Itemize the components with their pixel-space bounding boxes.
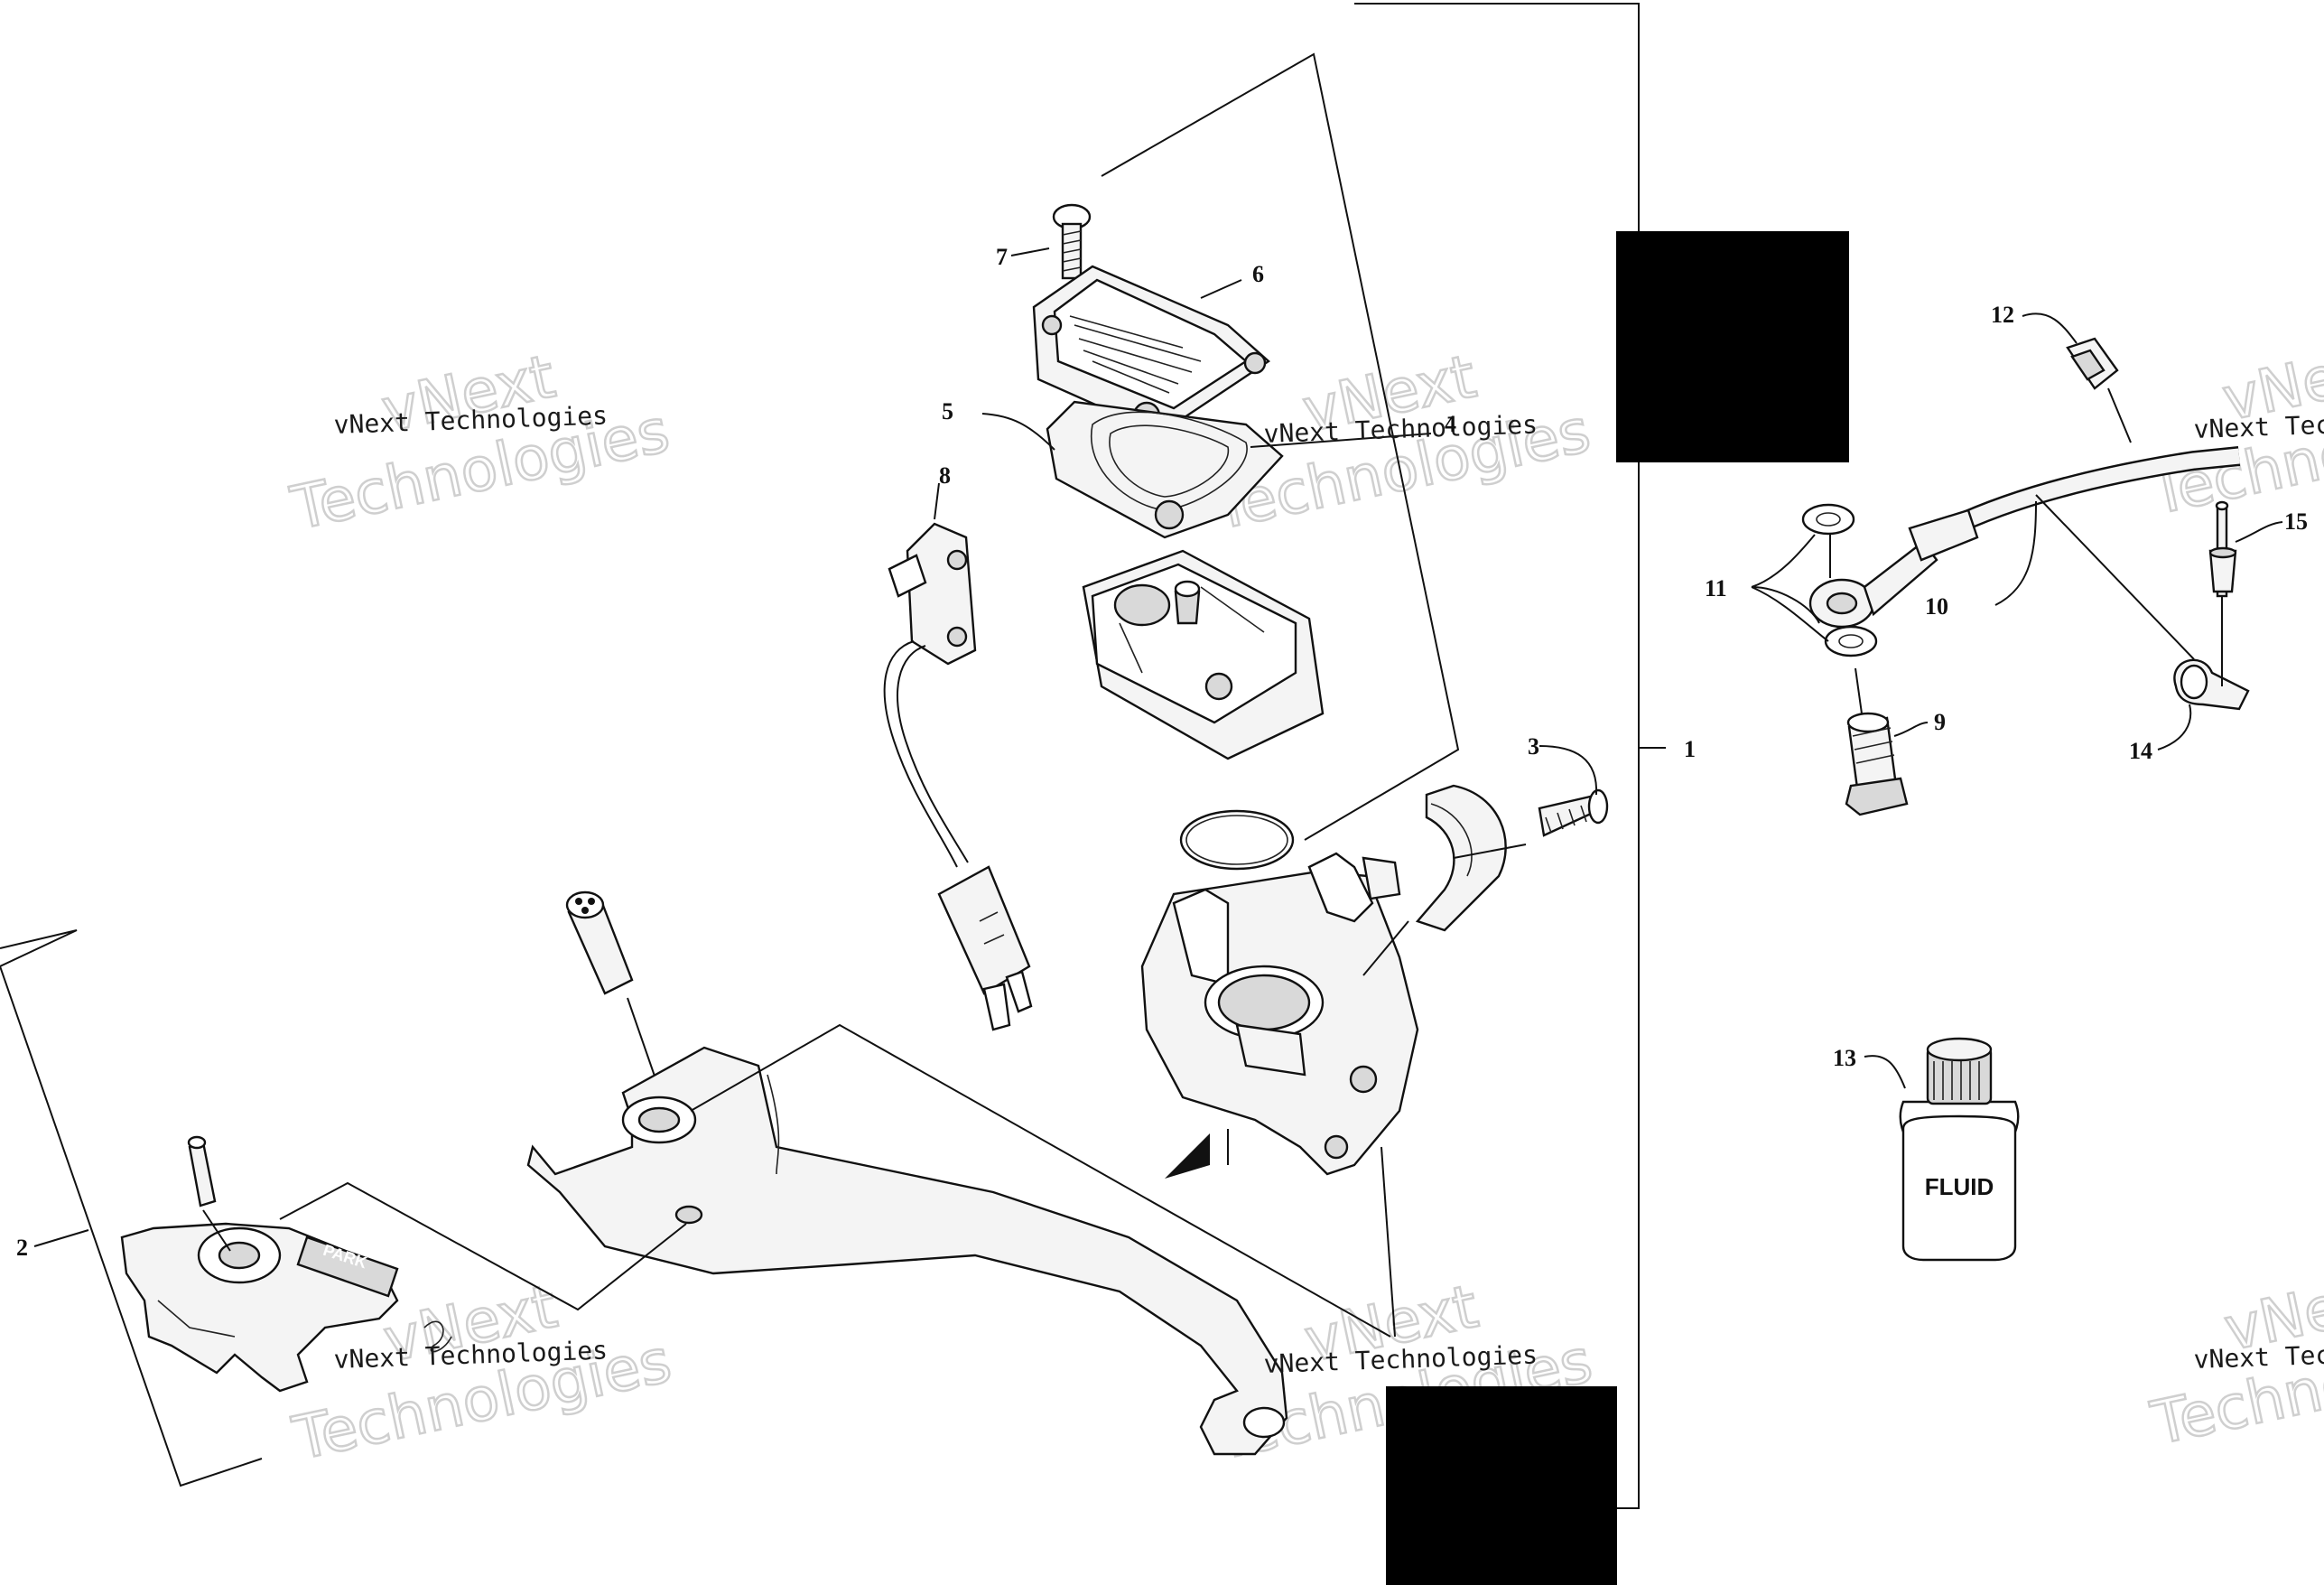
fluid-bottle-item-13: FLUID	[1864, 1037, 2020, 1262]
callout-6: 6	[1252, 261, 1264, 287]
direction-arrow-icon	[1165, 1133, 1210, 1179]
leader-lever-bottom	[279, 1181, 687, 1311]
screw-item-7	[1010, 203, 1092, 280]
reservoir-cover-item-6	[1032, 265, 1270, 430]
callout-11: 11	[1705, 575, 1727, 601]
banjo-fitting	[1808, 540, 1938, 629]
callout-1: 1	[1684, 736, 1696, 762]
callout-13: 13	[1833, 1045, 1856, 1071]
p-clamp-item-14	[2157, 658, 2250, 751]
callout-2: 2	[16, 1235, 28, 1261]
callout-10: 10	[1925, 593, 1948, 620]
callout-7: 7	[996, 244, 1008, 270]
parking-lock: PARK	[120, 1135, 452, 1393]
o-ring	[1179, 809, 1295, 871]
callout-15: 15	[2284, 508, 2308, 535]
callout-5: 5	[942, 398, 953, 424]
brake-switch-item-8	[883, 482, 1033, 1031]
redaction-block-bottom	[1386, 1386, 1617, 1585]
redaction-block-top	[1616, 231, 1849, 462]
leader-screw-3	[1453, 844, 1527, 859]
callout-4: 4	[1445, 411, 1456, 437]
hose-clip-item-12	[2022, 312, 2132, 443]
brake-lever	[526, 1046, 1288, 1456]
callout-12: 12	[1991, 302, 2014, 328]
bracket-item-1	[1354, 3, 1640, 1509]
leader-body-lever	[1380, 1146, 1396, 1338]
bracket-item-2	[0, 929, 263, 1487]
leader-item-2	[33, 1229, 89, 1247]
clamp-item-3	[1415, 784, 1507, 932]
washer-lower-item-11	[1824, 625, 1878, 657]
callout-14: 14	[2129, 738, 2152, 764]
callout-3: 3	[1528, 733, 1539, 760]
master-cylinder-reservoir	[1082, 549, 1325, 760]
pivot-bolt	[565, 890, 658, 1085]
callout-9: 9	[1934, 709, 1946, 735]
leader-item-4	[1250, 433, 1432, 448]
master-cylinder-body	[1140, 852, 1419, 1176]
leader-item-11	[1751, 534, 1829, 642]
rivet-item-15	[2208, 500, 2283, 686]
fluid-label: FLUID	[1925, 1173, 1994, 1200]
diaphragm-item-5	[981, 400, 1284, 539]
screw-item-3	[1538, 745, 1609, 837]
banjo-bolt-item-9	[1845, 712, 1929, 816]
washer-upper-item-11	[1801, 503, 1855, 536]
leader-lever-top	[690, 1023, 1391, 1338]
bracket-item-4	[1101, 52, 1460, 841]
brake-hose-item-10	[1908, 446, 2241, 660]
leader-clamp	[1362, 920, 1409, 976]
callout-8: 8	[939, 462, 951, 489]
